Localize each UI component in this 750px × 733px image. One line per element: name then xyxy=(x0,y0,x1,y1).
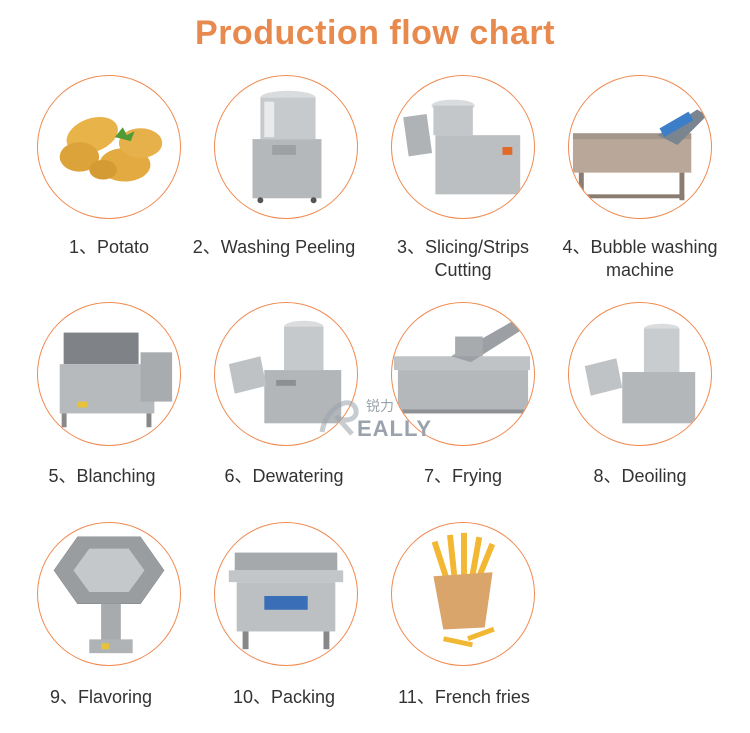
step-10-image xyxy=(214,522,358,666)
potato-icon xyxy=(59,116,163,182)
step-4-image xyxy=(568,75,712,219)
peeling-machine-icon xyxy=(252,90,322,204)
step-1-image xyxy=(37,75,181,219)
fryer-machine-icon xyxy=(393,316,531,414)
bubble-washer-icon xyxy=(572,109,708,201)
french-fries-icon xyxy=(431,532,496,648)
step-11-image xyxy=(391,522,535,666)
step-9-image xyxy=(37,522,181,666)
step-2-label: 2、Washing Peeling xyxy=(192,237,356,257)
step-5-image xyxy=(37,302,181,446)
step-7-image xyxy=(391,302,535,446)
step-6-label: 6、Dewatering xyxy=(224,466,344,486)
step-8-image xyxy=(568,302,712,446)
watermark-brand-text: EALLY xyxy=(357,416,433,441)
step-5-label: 5、Blanching xyxy=(48,466,156,486)
step-11-label: 11、French fries xyxy=(398,687,530,707)
page-title: Production flow chart xyxy=(195,14,555,52)
step-1-label: 1、Potato xyxy=(68,237,150,257)
packing-machine-icon xyxy=(228,552,344,650)
slicing-machine-icon xyxy=(403,99,521,195)
step-2-image xyxy=(214,75,358,219)
step-4-label: 4、Bubble washing machine xyxy=(562,237,718,280)
blanching-machine-icon xyxy=(59,332,173,428)
step-9-label: 9、Flavoring xyxy=(49,687,153,707)
brand-watermark-logo xyxy=(319,400,359,436)
flavoring-machine-icon xyxy=(53,536,165,654)
step-8-label: 8、Deoiling xyxy=(593,466,687,486)
step-3-image xyxy=(391,75,535,219)
step-10-label: 10、Packing xyxy=(232,687,336,707)
watermark-cn-text: 锐力 xyxy=(366,398,394,414)
step-3-label: 3、Slicing/Strips Cutting xyxy=(396,237,530,280)
deoiling-machine-icon xyxy=(584,323,696,424)
step-7-label: 7、Frying xyxy=(423,466,503,486)
